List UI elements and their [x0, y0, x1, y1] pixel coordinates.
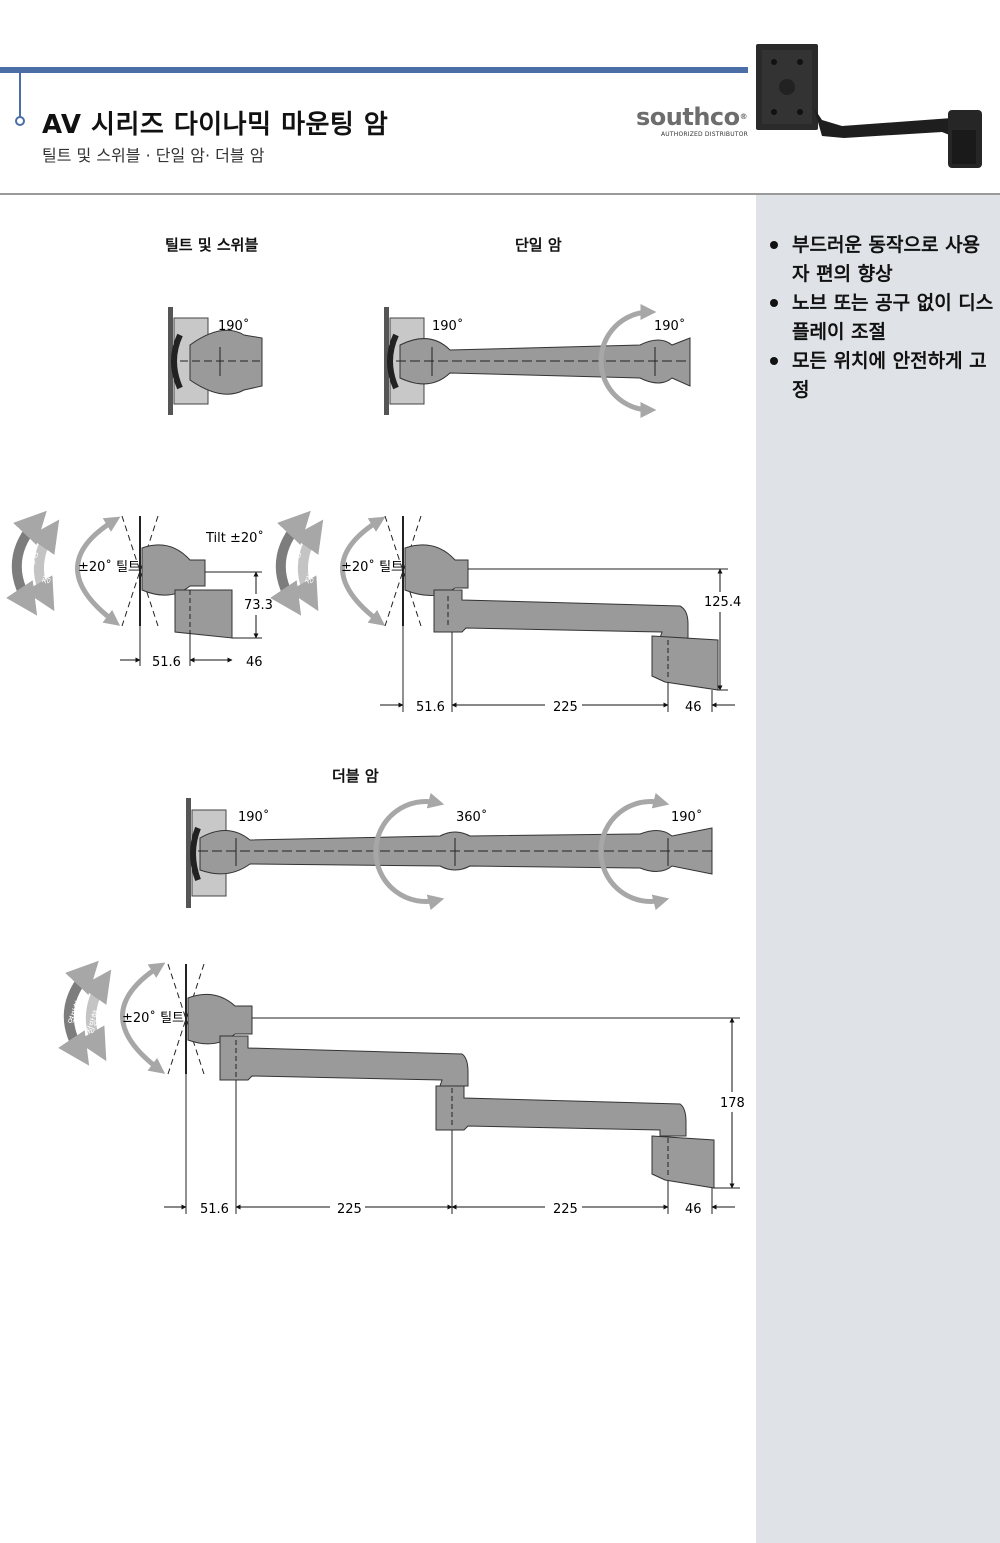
features-sidebar: 부드러운 동작으로 사용자 편의 향상 노브 또는 공구 없이 디스플레이 조절… — [756, 195, 1000, 1543]
feature-item: 모든 위치에 안전하게 고정 — [768, 347, 994, 405]
logo-registered: ® — [739, 112, 748, 121]
southco-logo: southco® AUTHORIZED DISTRIBUTOR — [636, 105, 748, 145]
dimension-tilt-height: 73.3 — [244, 598, 273, 613]
dimension-double-height: 178 — [720, 1096, 745, 1111]
dimension-arm-length: 225 — [553, 700, 578, 715]
page-subtitle: 틸트 및 스위블 · 단일 암· 더블 암 — [42, 146, 265, 165]
section-heading-double-arm: 더블 암 — [332, 767, 379, 785]
dimension-plate-offset: 51.6 — [200, 1202, 229, 1217]
tilt-text-label: Tilt ±20˚ — [205, 530, 264, 546]
tilt-label: ±20˚ 틸트 — [341, 559, 403, 575]
dimension-single-height: 125.4 — [704, 595, 741, 610]
rotation-label-190: 190˚ — [671, 809, 702, 825]
section-heading-tilt-swivel: 틸트 및 스위블 — [165, 236, 259, 254]
product-photo — [756, 44, 982, 168]
section-heading-single-arm: 단일 암 — [515, 236, 562, 254]
rotation-label-190: 190˚ — [654, 318, 685, 334]
dimension-plate-offset: 51.6 — [416, 700, 445, 715]
header-accent-bar — [0, 67, 748, 73]
dimension-plate-offset: 51.6 — [152, 655, 181, 670]
feature-item: 부드러운 동작으로 사용자 편의 향상 — [768, 231, 994, 289]
feature-list: 부드러운 동작으로 사용자 편의 향상 노브 또는 공구 없이 디스플레이 조절… — [768, 231, 994, 405]
dimension-lines — [164, 1017, 740, 1214]
tilt-label: ±20˚ 틸트 — [122, 1010, 184, 1026]
double-arm-side-view — [58, 960, 715, 1189]
tilt-swivel-top-view — [168, 307, 263, 415]
dimension-lines — [120, 571, 262, 666]
dimension-monitor-depth: 46 — [685, 1202, 702, 1217]
dimension-arm-length: 225 — [553, 1202, 578, 1217]
rotation-label-360: 360˚ — [456, 809, 487, 825]
double-arm-top-view — [186, 792, 713, 911]
logo-tagline: AUTHORIZED DISTRIBUTOR — [660, 131, 748, 138]
feature-item: 노브 또는 공구 없이 디스플레이 조절 — [768, 289, 994, 347]
logo-name: southco — [636, 103, 740, 131]
rotation-label-190: 190˚ — [238, 809, 269, 825]
header-divider — [0, 193, 1000, 195]
tilt-label: ±20˚ 틸트 — [78, 559, 140, 575]
single-arm-side-view — [270, 510, 719, 691]
header-bullet-dot — [15, 116, 25, 126]
header-vertical-line — [19, 73, 21, 118]
dimension-monitor-depth: 46 — [685, 700, 702, 715]
dimension-arm-length: 225 — [337, 1202, 362, 1217]
single-arm-top-view — [384, 304, 691, 418]
dimension-monitor-depth: 46 — [246, 655, 263, 670]
rotation-label-190: 190˚ — [432, 318, 463, 334]
page-title: AV 시리즈 다이나믹 마운팅 암 — [42, 110, 389, 140]
technical-drawings: 190˚ 190˚ 190˚ 역방향 정방향 ±20˚ 틸트 Tilt ±20˚ — [6, 304, 745, 1217]
dimension-lines — [380, 568, 735, 712]
rotation-label-190: 190˚ — [218, 318, 249, 334]
